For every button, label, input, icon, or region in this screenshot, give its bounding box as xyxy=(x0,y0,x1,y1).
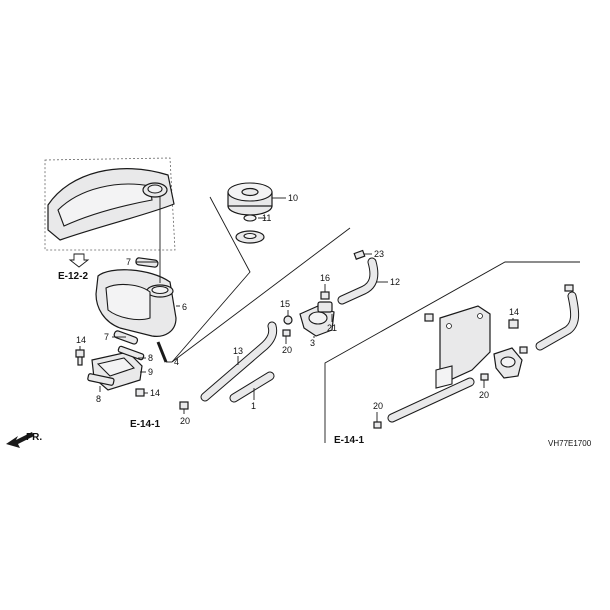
callout-14-left-lower: 14 xyxy=(150,388,160,398)
callout-16: 16 xyxy=(320,273,330,283)
ref-arrow-e-12-2 xyxy=(68,253,90,268)
callout-8-lower: 8 xyxy=(96,394,101,404)
clip-right-bottom-20 xyxy=(373,421,382,429)
bolt-left-upper xyxy=(75,349,85,366)
callout-4: 4 xyxy=(174,357,179,367)
front-direction-arrow xyxy=(6,432,34,448)
clip-23 xyxy=(353,249,366,260)
cushion-strip-upper xyxy=(135,257,159,268)
shroud-dashed-outline xyxy=(44,157,176,251)
bracket-pad xyxy=(87,373,115,386)
leader-lines xyxy=(79,197,514,422)
callout-11: 11 xyxy=(262,213,271,223)
callout-20-left: 20 xyxy=(180,416,190,426)
callout-9: 9 xyxy=(148,367,153,377)
bolt-16 xyxy=(320,291,330,300)
bolt-left-lower xyxy=(135,388,145,397)
fuel-valve xyxy=(299,301,335,337)
callout-14-left-upper: 14 xyxy=(76,335,86,345)
fuel-cap xyxy=(227,182,273,216)
direction-label: FR. xyxy=(26,432,42,443)
callout-7-lower: 7 xyxy=(104,332,109,342)
cap-guide-line xyxy=(171,196,251,363)
right-assembly-frame xyxy=(324,261,580,443)
callout-23: 23 xyxy=(374,249,384,259)
callout-3: 3 xyxy=(310,338,315,348)
breather-hose xyxy=(337,257,379,305)
clip-right-small xyxy=(519,346,528,354)
callout-1: 1 xyxy=(251,401,256,411)
mounting-bracket xyxy=(435,305,491,389)
fuel-hose-long xyxy=(200,321,278,402)
callout-15: 15 xyxy=(280,299,290,309)
callout-7-upper: 7 xyxy=(126,257,131,267)
clip-right-top xyxy=(564,284,574,292)
cushion-strip-lower xyxy=(113,330,139,345)
shroud-cover xyxy=(47,168,175,241)
callout-13: 13 xyxy=(233,346,243,356)
callout-20-right-bottom: 20 xyxy=(373,401,383,411)
ref-e-12-2: E-12-2 xyxy=(58,271,88,282)
clip-20-valve xyxy=(282,329,291,337)
right-hose-bent xyxy=(535,291,580,351)
fuel-valve-right xyxy=(493,347,523,379)
callout-12: 12 xyxy=(390,277,400,287)
callout-20-right: 20 xyxy=(479,390,489,400)
callout-6: 6 xyxy=(182,302,187,312)
cap-gasket xyxy=(235,214,265,244)
ref-e-14-1-left: E-14-1 xyxy=(130,419,160,430)
bolt-right-upper xyxy=(424,313,434,322)
clip-right-20 xyxy=(480,373,489,381)
bolt-right-14 xyxy=(508,319,519,329)
callout-8-upper: 8 xyxy=(148,353,153,363)
ref-e-14-1-right: E-14-1 xyxy=(334,435,364,446)
callout-14-right: 14 xyxy=(509,307,519,317)
screw xyxy=(156,341,168,363)
callout-20-valve: 20 xyxy=(282,345,292,355)
hose-guide-line xyxy=(171,227,351,363)
washer-15 xyxy=(283,315,293,325)
fuel-hose-short xyxy=(229,371,275,403)
right-hose-long xyxy=(387,377,475,423)
callout-10: 10 xyxy=(288,193,298,203)
hose-clip-left xyxy=(179,401,189,410)
diagram-code: VH77E1700 xyxy=(548,439,592,448)
callout-21: 21 xyxy=(327,323,337,333)
fuel-tank xyxy=(95,269,177,337)
